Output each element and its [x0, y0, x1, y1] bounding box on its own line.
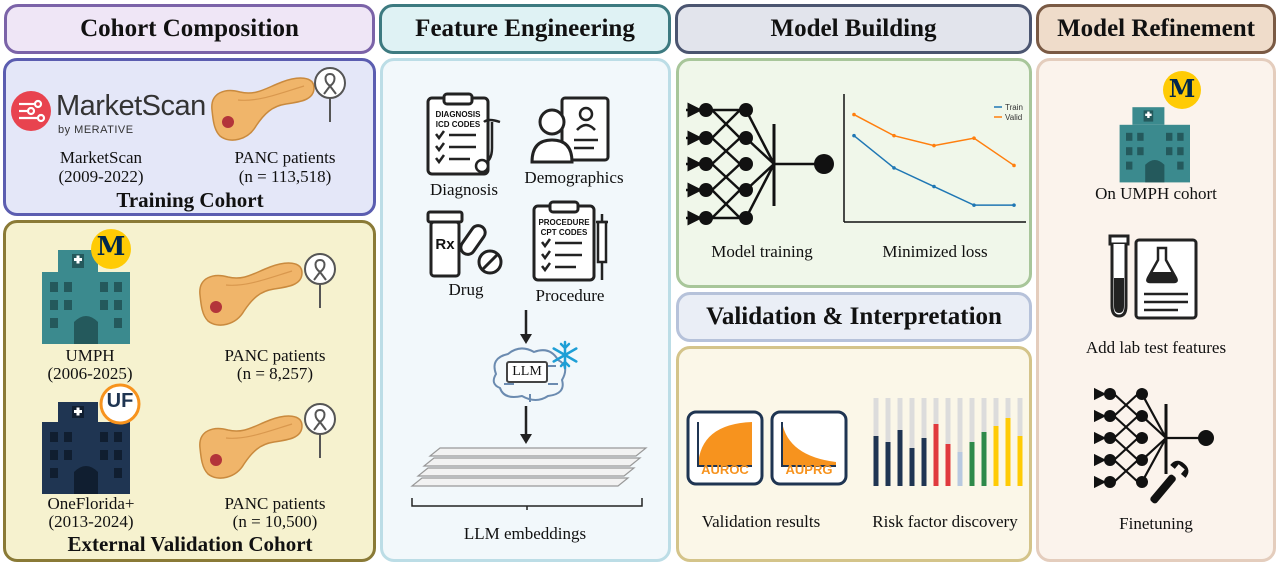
data-point-valid — [892, 133, 896, 138]
auroc-curve-icon — [686, 410, 764, 486]
cohort-composition-header: Cohort Composition — [4, 4, 375, 54]
down-arrow-icon — [520, 406, 532, 444]
um-badge-letter: M — [96, 232, 126, 262]
lab-test-icon — [1108, 234, 1198, 320]
marketscan-logo-icon — [11, 91, 51, 131]
data-point-valid — [972, 136, 976, 140]
uf-hospital-icon — [42, 402, 130, 494]
legend-train-label: Train — [1005, 103, 1023, 112]
training-cohort-title: Training Cohort — [116, 188, 264, 212]
snowflake-icon — [552, 340, 578, 370]
umph-panc-count: (n = 8,257) — [236, 364, 314, 383]
procedure-icon-line2: CPT CODES — [540, 228, 588, 237]
uf-badge-letters: UF — [106, 390, 134, 412]
rx-symbol: Rx — [435, 236, 455, 253]
oneflorida-panc-label: PANC patients — [224, 494, 326, 513]
add-lab-features-label: Add lab test features — [1085, 338, 1227, 357]
marketscan-years: (2009-2022) — [58, 167, 144, 186]
validation-results-label: Validation results — [701, 512, 821, 531]
external-validation-title: External Validation Cohort — [67, 532, 313, 556]
neural-network-icon — [686, 102, 834, 226]
cancer-ribbon-pin-icon — [314, 67, 346, 122]
data-point-valid — [1012, 163, 1016, 168]
umph-hospital-icon — [42, 250, 130, 344]
loss-chart: Train Valid — [843, 94, 1026, 223]
model-building-panel — [676, 58, 1032, 288]
auprg-label: AUPRG — [785, 462, 833, 477]
training-panc-label: PANC patients — [234, 148, 336, 167]
um-badge-icon — [1163, 71, 1201, 109]
embedding-vectors-icon — [410, 447, 648, 510]
minimized-loss-label: Minimized loss — [882, 242, 988, 261]
um-badge-letter: M — [1168, 74, 1196, 103]
oneflorida-panc-count: (n = 10,500) — [232, 512, 318, 531]
data-point-train — [852, 133, 856, 138]
drug-label: Drug — [448, 280, 484, 299]
model-refinement-header: Model Refinement — [1036, 4, 1276, 54]
llm-box: LLM — [506, 361, 548, 383]
umph-label: UMPH — [65, 346, 115, 365]
diagnosis-clipboard-icon — [426, 92, 501, 176]
data-point-train — [932, 184, 936, 189]
demographics-label: Demographics — [524, 168, 624, 187]
cancer-ribbon-pin-icon — [304, 403, 336, 458]
down-arrow-icon — [520, 310, 532, 344]
demographics-icon — [530, 96, 610, 164]
diagnosis-icon-line1: DIAGNOSIS — [435, 110, 481, 119]
data-point-train — [892, 166, 896, 170]
diagnosis-label: Diagnosis — [430, 180, 498, 199]
oneflorida-years: (2013-2024) — [48, 512, 134, 531]
risk-factor-label: Risk factor discovery — [872, 512, 1018, 531]
pancreas-icon — [199, 415, 303, 479]
pancreas-icon — [199, 262, 303, 326]
pancreas-icon — [211, 77, 315, 141]
marketscan-label: MarketScan — [59, 148, 143, 167]
on-umph-cohort-label: On UMPH cohort — [1095, 184, 1217, 203]
drug-icon — [426, 210, 503, 278]
llm-embeddings-label: LLM embeddings — [463, 524, 587, 543]
auprg-curve-icon — [770, 410, 848, 486]
procedure-label: Procedure — [535, 286, 605, 305]
diagnosis-icon-line2: ICD CODES — [435, 120, 481, 129]
finetuning-network-icon — [1094, 387, 1214, 504]
um-badge-icon — [91, 229, 131, 269]
training-panc-count: (n = 113,518) — [238, 167, 332, 186]
oneflorida-label: OneFlorida+ — [47, 494, 135, 513]
feature-engineering-header: Feature Engineering — [379, 4, 671, 54]
model-building-header: Model Building — [675, 4, 1032, 54]
marketscan-wordmark: MarketScan — [56, 90, 206, 122]
procedure-clipboard-icon — [532, 200, 608, 282]
data-point-valid — [932, 143, 936, 148]
risk-factor-bars-icon — [873, 398, 1023, 486]
umph-hospital-icon — [1119, 107, 1190, 183]
legend-valid-label: Valid — [1005, 113, 1022, 122]
uf-badge-icon — [99, 383, 141, 425]
data-point-valid — [852, 112, 856, 117]
umph-panc-label: PANC patients — [224, 346, 326, 365]
validation-interpretation-header: Validation & Interpretation — [676, 292, 1032, 342]
cancer-ribbon-pin-icon — [304, 253, 336, 308]
procedure-icon-line1: PROCEDURE — [538, 218, 590, 227]
data-point-train — [1012, 203, 1016, 207]
finetuning-label: Finetuning — [1119, 514, 1193, 533]
model-training-label: Model training — [711, 242, 813, 261]
data-point-train — [972, 203, 976, 207]
umph-years: (2006-2025) — [47, 364, 133, 383]
series-line-valid — [853, 113, 1015, 167]
auroc-label: AUROC — [701, 462, 749, 477]
merative-byline: by MERATIVE — [58, 124, 134, 136]
